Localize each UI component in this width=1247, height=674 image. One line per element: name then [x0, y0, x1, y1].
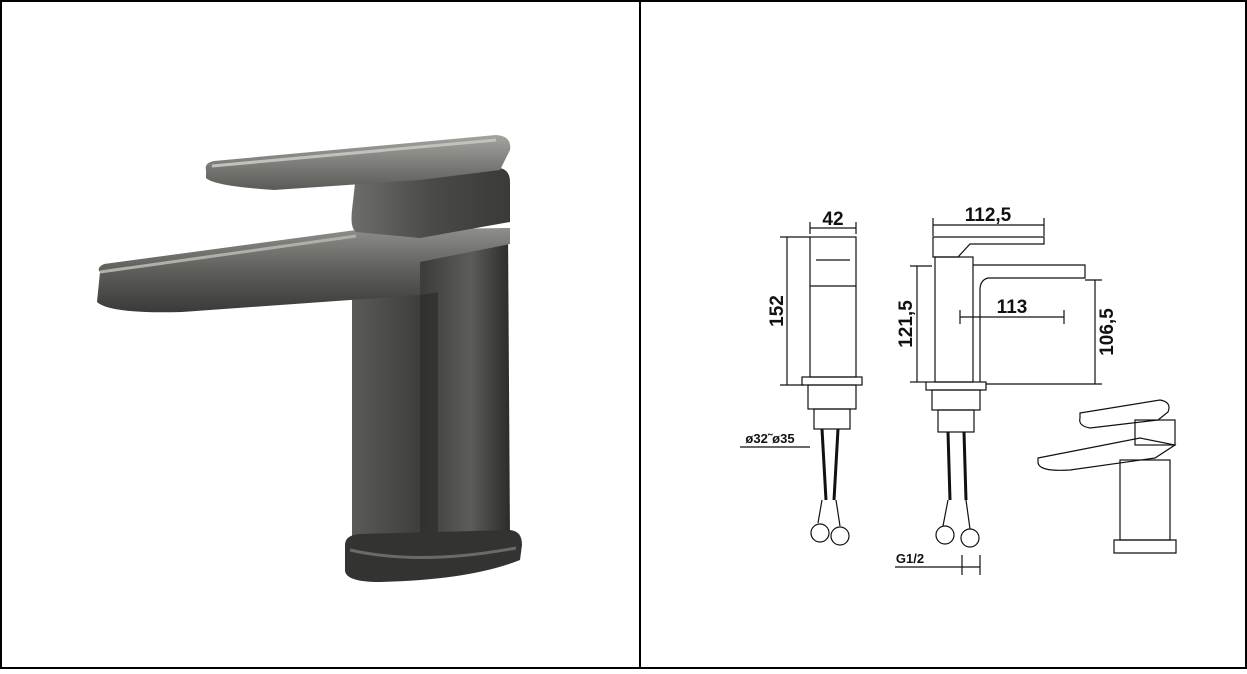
- dim-outlet-height: 106,5: [1097, 308, 1118, 356]
- dim-spout-reach-top: 112,5: [965, 205, 1012, 226]
- dim-connection: G1/2: [896, 551, 924, 566]
- perspective-view: [1037, 399, 1177, 554]
- dimension-lines: [740, 218, 1102, 575]
- dim-spout-reach: 113: [997, 297, 1028, 318]
- front-view: [925, 236, 1086, 548]
- faucet-spout: [97, 228, 510, 313]
- faucet-body-side: [420, 292, 438, 545]
- faucet-photo: [97, 135, 522, 582]
- handle-lever: [205, 135, 511, 190]
- product-photo-panel: [97, 135, 522, 582]
- handle-block: [351, 168, 510, 238]
- dim-mount-hole: ø32˜ø35: [745, 431, 794, 446]
- dimension-labels: 42 152 112,5 121,5 113 106,5 ø32˜ø35 G1/…: [745, 205, 1118, 566]
- dim-height-total: 152: [767, 295, 788, 327]
- technical-drawing-panel: 42 152 112,5 121,5 113 106,5 ø32˜ø35 G1/…: [640, 0, 1247, 669]
- dim-width-side: 42: [822, 209, 843, 230]
- dim-spout-height: 121,5: [896, 300, 917, 348]
- side-view: [801, 236, 863, 546]
- technical-drawing: 42 152 112,5 121,5 113 106,5 ø32˜ø35 G1/…: [740, 205, 1177, 575]
